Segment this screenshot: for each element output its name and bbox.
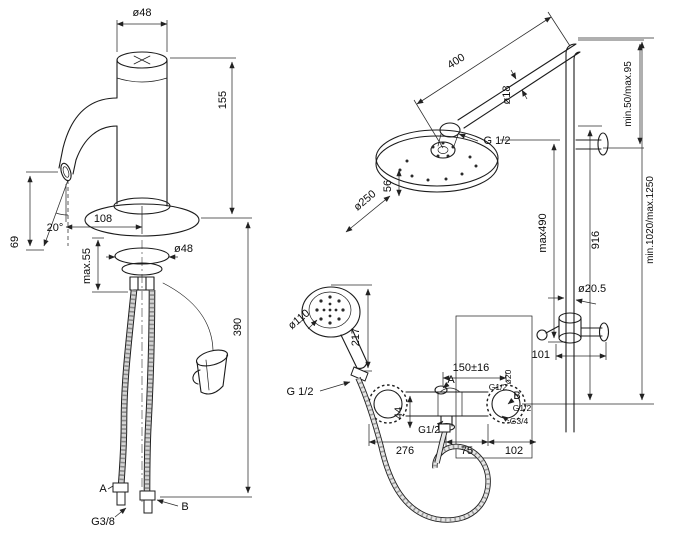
mixer-body (113, 51, 171, 215)
dim-port-diameter: ø20 (503, 369, 513, 384)
dim-edge-offset: 102 (505, 445, 523, 457)
slider-bracket (536, 312, 610, 344)
dim-hand-length: 217 (350, 328, 362, 346)
dim-valve-width: 276 (396, 445, 414, 457)
thermostatic-valve (368, 315, 533, 459)
dim-arm-length: 400 (445, 51, 467, 71)
wall-panel (455, 315, 533, 459)
top-wall-bracket (575, 139, 602, 150)
inlet-port-a (434, 385, 448, 395)
label-port-b-thread: G1/2 (513, 403, 532, 413)
mixer-dimension-lines (26, 20, 252, 518)
hose-connector-a (112, 482, 129, 493)
label-port-a: A (99, 483, 107, 495)
dim-head-height: 56 (382, 180, 394, 192)
label-head-thread: G 1/2 (484, 135, 511, 147)
flow-handle (486, 384, 526, 424)
overhead-shower (375, 129, 499, 193)
handle-cross-mark (133, 55, 151, 65)
dim-total-height: min.1020/max.1250 (645, 176, 656, 264)
hand-shower (301, 286, 369, 382)
dim-top-adjust: min.50/max.95 (623, 61, 634, 127)
mounting-deck (84, 203, 200, 291)
supply-hoses (112, 289, 156, 514)
hose-nut-top (350, 366, 369, 382)
label-valve-port-b: B (513, 390, 520, 402)
dim-head-diameter: ø250 (352, 188, 379, 213)
dim-port-spacing: 150±16 (453, 362, 490, 374)
hand-shower-handle (340, 328, 368, 369)
label-valve-port-a: A (447, 374, 455, 386)
label-port-a-thread: G1/2 (489, 382, 508, 392)
label-hose-thread: G 1/2 (287, 386, 314, 398)
dim-base-diameter: ø48 (174, 243, 193, 255)
dim-outlet-drop: 44 (393, 407, 405, 419)
hose-nut-bottom (438, 423, 451, 433)
dim-bracket-offset: 101 (532, 349, 550, 361)
dim-riser-diameter: ø20.5 (578, 283, 606, 295)
basin-mixer-drawing: ø48 155 20° 108 69 max.55 ø48 390 A B G3… (9, 7, 252, 528)
label-port-b: B (181, 501, 188, 513)
dim-arm-diameter: ø18 (501, 86, 513, 105)
dim-hose-length: 390 (232, 318, 244, 336)
dim-height: 155 (217, 91, 229, 109)
dim-riser-length: 916 (590, 231, 602, 249)
base-washer (114, 247, 170, 265)
label-outlet-bottom-thread: G3/4 (510, 416, 529, 426)
dim-riser-max: max490 (537, 213, 549, 252)
shower-dimension-lines (307, 11, 654, 446)
slider-knob (536, 329, 548, 341)
riser-pipe (437, 43, 609, 433)
dim-outlet-offset: 75 (461, 445, 473, 457)
aerator (62, 166, 70, 178)
shower-hose (355, 376, 491, 523)
pop-up-waste (162, 282, 229, 395)
dim-spout-angle: 20° (47, 222, 64, 234)
dim-outlet-height: 69 (9, 236, 21, 248)
dim-deck-thickness: max.55 (81, 248, 93, 284)
dim-spout-reach: 108 (94, 213, 112, 225)
dim-top-diameter: ø48 (133, 7, 152, 19)
mixer-spout (58, 97, 118, 182)
label-supply-thread: G3/8 (91, 516, 115, 528)
hose-connector-b (139, 490, 156, 501)
label-outlet-thread: G1/2 (418, 425, 440, 436)
shower-system-drawing: 400 ø18 min.50/max.95 G 1/2 56 ø250 max4… (286, 11, 656, 523)
